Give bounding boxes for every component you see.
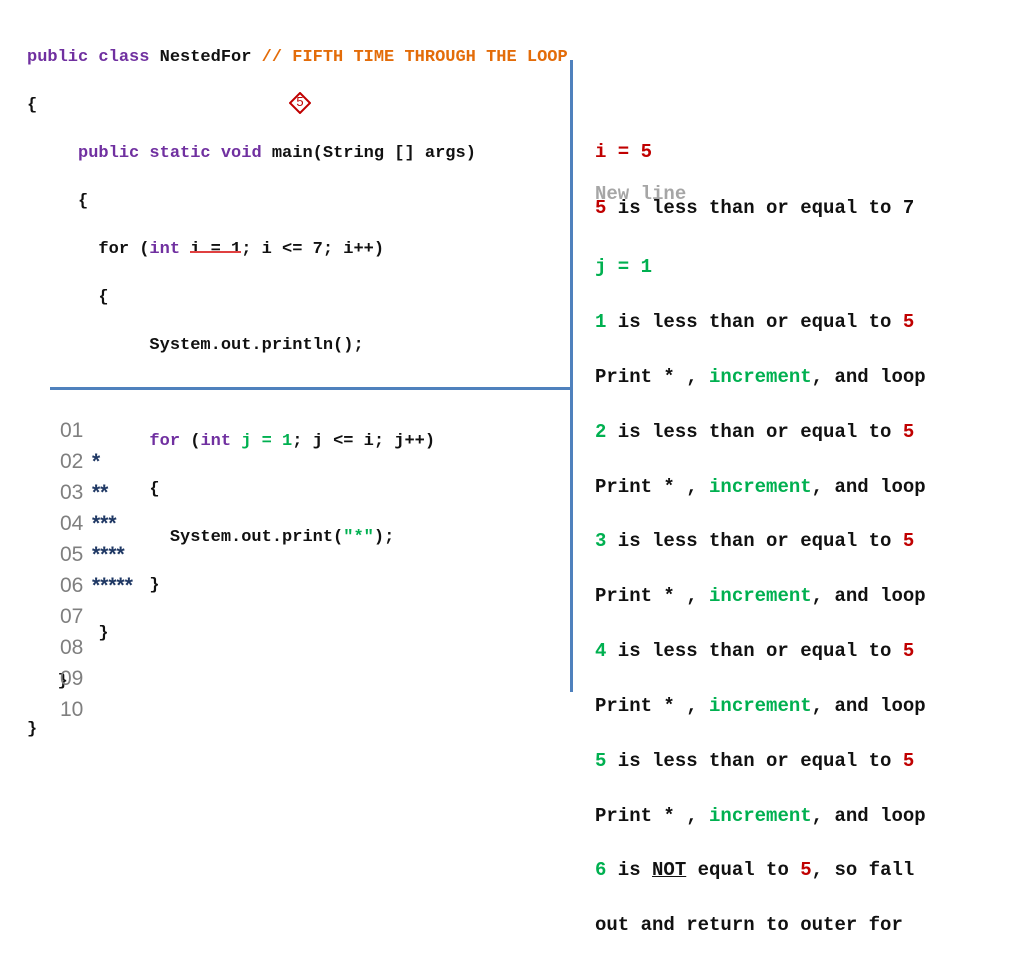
code-line-1: public class NestedFor // FIFTH TIME THR… bbox=[27, 48, 568, 67]
struck-init: i = 1 bbox=[190, 240, 242, 259]
output-stars: *** bbox=[92, 512, 117, 535]
value-badge: 5 bbox=[289, 92, 311, 114]
code-line-11: System.out.print("*"); bbox=[27, 528, 395, 547]
code-line-9: for (int j = 1; j <= i; j++) bbox=[149, 432, 436, 451]
code-line-7: System.out.println(); bbox=[27, 336, 364, 355]
horizontal-divider bbox=[50, 387, 572, 390]
explain-i-compare: 5 is less than or equal to 7 bbox=[595, 197, 915, 219]
line-number: 06 bbox=[60, 574, 84, 597]
line-number: 01 bbox=[60, 419, 84, 442]
line-number: 05 bbox=[60, 543, 84, 566]
output-row: 07 bbox=[60, 601, 133, 632]
code-line-14: } bbox=[27, 672, 68, 691]
output-stars: **** bbox=[92, 543, 125, 566]
output-stars: ** bbox=[92, 481, 109, 504]
explain-last-line: out and return to outer for bbox=[595, 914, 903, 937]
output-row: 09 bbox=[60, 663, 133, 694]
output-row: 04 *** bbox=[60, 508, 133, 539]
output-row: 05 **** bbox=[60, 539, 133, 570]
line-number: 07 bbox=[60, 605, 84, 628]
code-line-5: for (int i = 1; i <= 7; i++) bbox=[27, 240, 385, 259]
code-line-15: } bbox=[27, 720, 38, 739]
output-row: 10 bbox=[60, 694, 133, 725]
code-line-2: { bbox=[27, 96, 38, 115]
explain-j-assign: j = 1 bbox=[595, 256, 653, 279]
code-comment: // FIFTH TIME THROUGH THE LOOP bbox=[261, 48, 568, 67]
code-line-6: { bbox=[27, 288, 109, 307]
output-stars: * bbox=[92, 450, 101, 473]
line-number: 09 bbox=[60, 667, 84, 690]
code-line-4: { bbox=[27, 192, 89, 211]
output-row: 08 bbox=[60, 632, 133, 663]
explain-top: i = 5 5 is less than or equal to 7 bbox=[595, 110, 914, 250]
code-line-13: } bbox=[27, 624, 109, 643]
diamond-icon bbox=[289, 92, 311, 114]
output-row: 02 * bbox=[60, 446, 133, 477]
line-number: 10 bbox=[60, 698, 84, 721]
code-line-3: public static void main(String [] args) bbox=[78, 144, 476, 163]
output-panel: 01 02 * 03 ** 04 *** 05 **** 06 ***** 07 08 09 10 bbox=[60, 415, 133, 725]
code-line-10: { bbox=[27, 480, 160, 499]
output-row: 03 ** bbox=[60, 477, 133, 508]
code-line-8 bbox=[27, 382, 568, 406]
vertical-divider bbox=[570, 60, 573, 692]
badge-value: 5 bbox=[296, 94, 304, 109]
line-number: 04 bbox=[60, 512, 84, 535]
line-number: 03 bbox=[60, 481, 84, 504]
output-row: 01 bbox=[60, 415, 133, 446]
output-row: 06 ***** bbox=[60, 570, 133, 601]
explain-new-line: New line bbox=[595, 183, 687, 205]
line-number: 08 bbox=[60, 636, 84, 659]
code-block: public class NestedFor // FIFTH TIME THR… bbox=[27, 22, 568, 766]
output-stars: ***** bbox=[92, 574, 133, 597]
line-number: 02 bbox=[60, 450, 84, 473]
explain-inner: j = 1 1 is less than or equal to 5 Print… bbox=[595, 227, 926, 967]
explain-i-assign: i = 5 bbox=[595, 141, 653, 163]
code-line-12: } bbox=[27, 576, 160, 595]
